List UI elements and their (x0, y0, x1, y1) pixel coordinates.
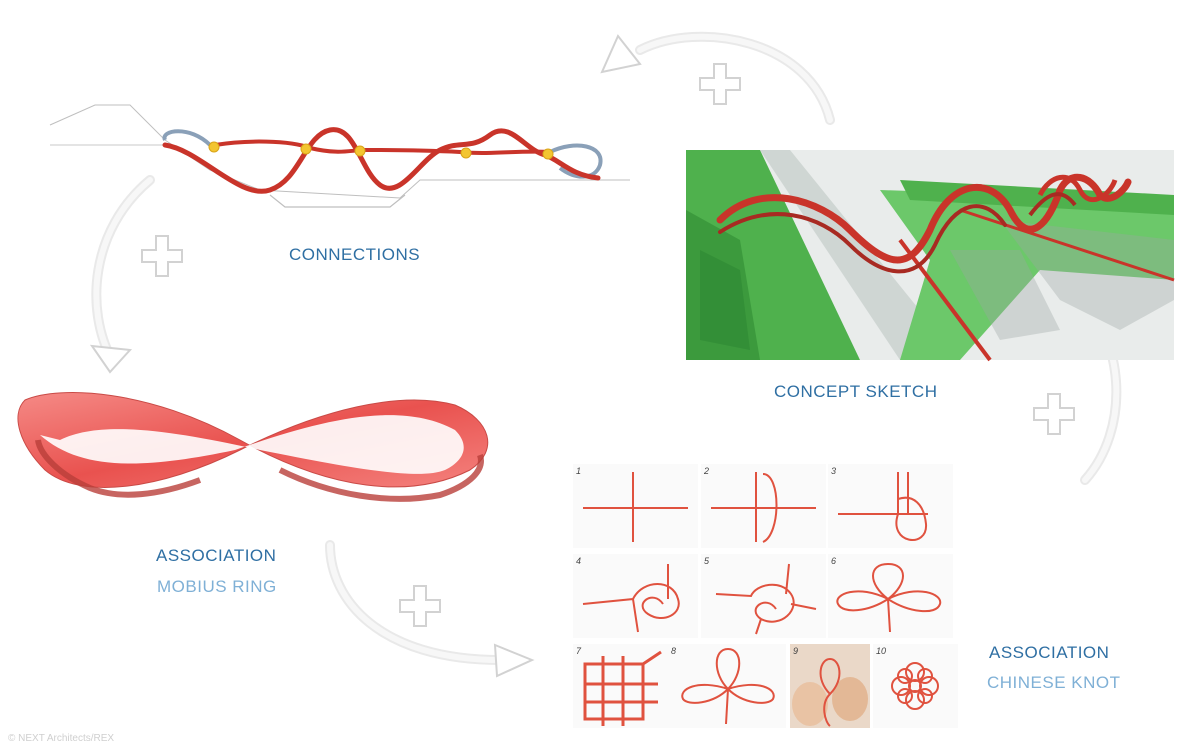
connections-label: CONNECTIONS (289, 245, 421, 264)
knot-step-drawing (681, 647, 775, 725)
plus-icons (141, 63, 1075, 627)
knot-step-drawing (715, 563, 817, 635)
chinese-knot-steps: 1 2 3 4 5 6 7 8 9 10 (568, 462, 958, 744)
chinese-knot-label: CHINESE KNOT (987, 673, 1121, 692)
knot-step-drawing (836, 562, 942, 633)
knot-step: 6 (828, 554, 953, 638)
association-label-mobius: ASSOCIATION (156, 546, 277, 565)
knot-step: 8 (668, 644, 786, 728)
knot-step-drawing (711, 472, 816, 543)
step-number: 2 (704, 466, 710, 476)
step-number: 10 (876, 646, 887, 656)
mobius-ring-image (17, 392, 489, 502)
connections-drawing (49, 104, 630, 208)
image-credit: © NEXT Architects/REX (8, 733, 115, 744)
knot-step-drawing (583, 472, 688, 542)
knot-step: 10 (873, 644, 958, 728)
step-number: 6 (831, 556, 837, 566)
step-number: 5 (704, 556, 710, 566)
knot-step-drawing (838, 472, 928, 541)
mobius-ring-label: MOBIUS RING (157, 577, 277, 596)
concept-sketch-label: CONCEPT SKETCH (774, 382, 938, 401)
step-number: 9 (793, 646, 799, 656)
concept-sketch-render (686, 150, 1175, 362)
knot-step: 3 (828, 464, 953, 548)
knot-step-drawing (891, 662, 939, 710)
knot-step-drawing (792, 657, 868, 727)
arrowhead-connections (600, 34, 642, 74)
step-number: 4 (576, 556, 582, 566)
plus-icon (699, 63, 741, 105)
knot-step: 5 (701, 554, 826, 638)
step-number: 3 (831, 466, 837, 476)
knot-step: 1 (573, 464, 698, 548)
arrowhead-mobius (89, 344, 133, 374)
plus-icon (1033, 393, 1075, 435)
step-number: 1 (576, 466, 582, 476)
knot-step: 9 (790, 644, 870, 728)
step-number: 8 (671, 646, 677, 656)
association-label-knot: ASSOCIATION (989, 643, 1110, 662)
knot-step-drawing (583, 650, 662, 726)
plus-icon (141, 235, 183, 277)
knot-step: 2 (701, 464, 826, 548)
knot-step: 4 (573, 554, 698, 638)
step-number: 7 (576, 646, 582, 656)
plus-icon (399, 585, 441, 627)
knot-step-drawing (582, 564, 680, 633)
arrowhead-knot (493, 643, 535, 678)
